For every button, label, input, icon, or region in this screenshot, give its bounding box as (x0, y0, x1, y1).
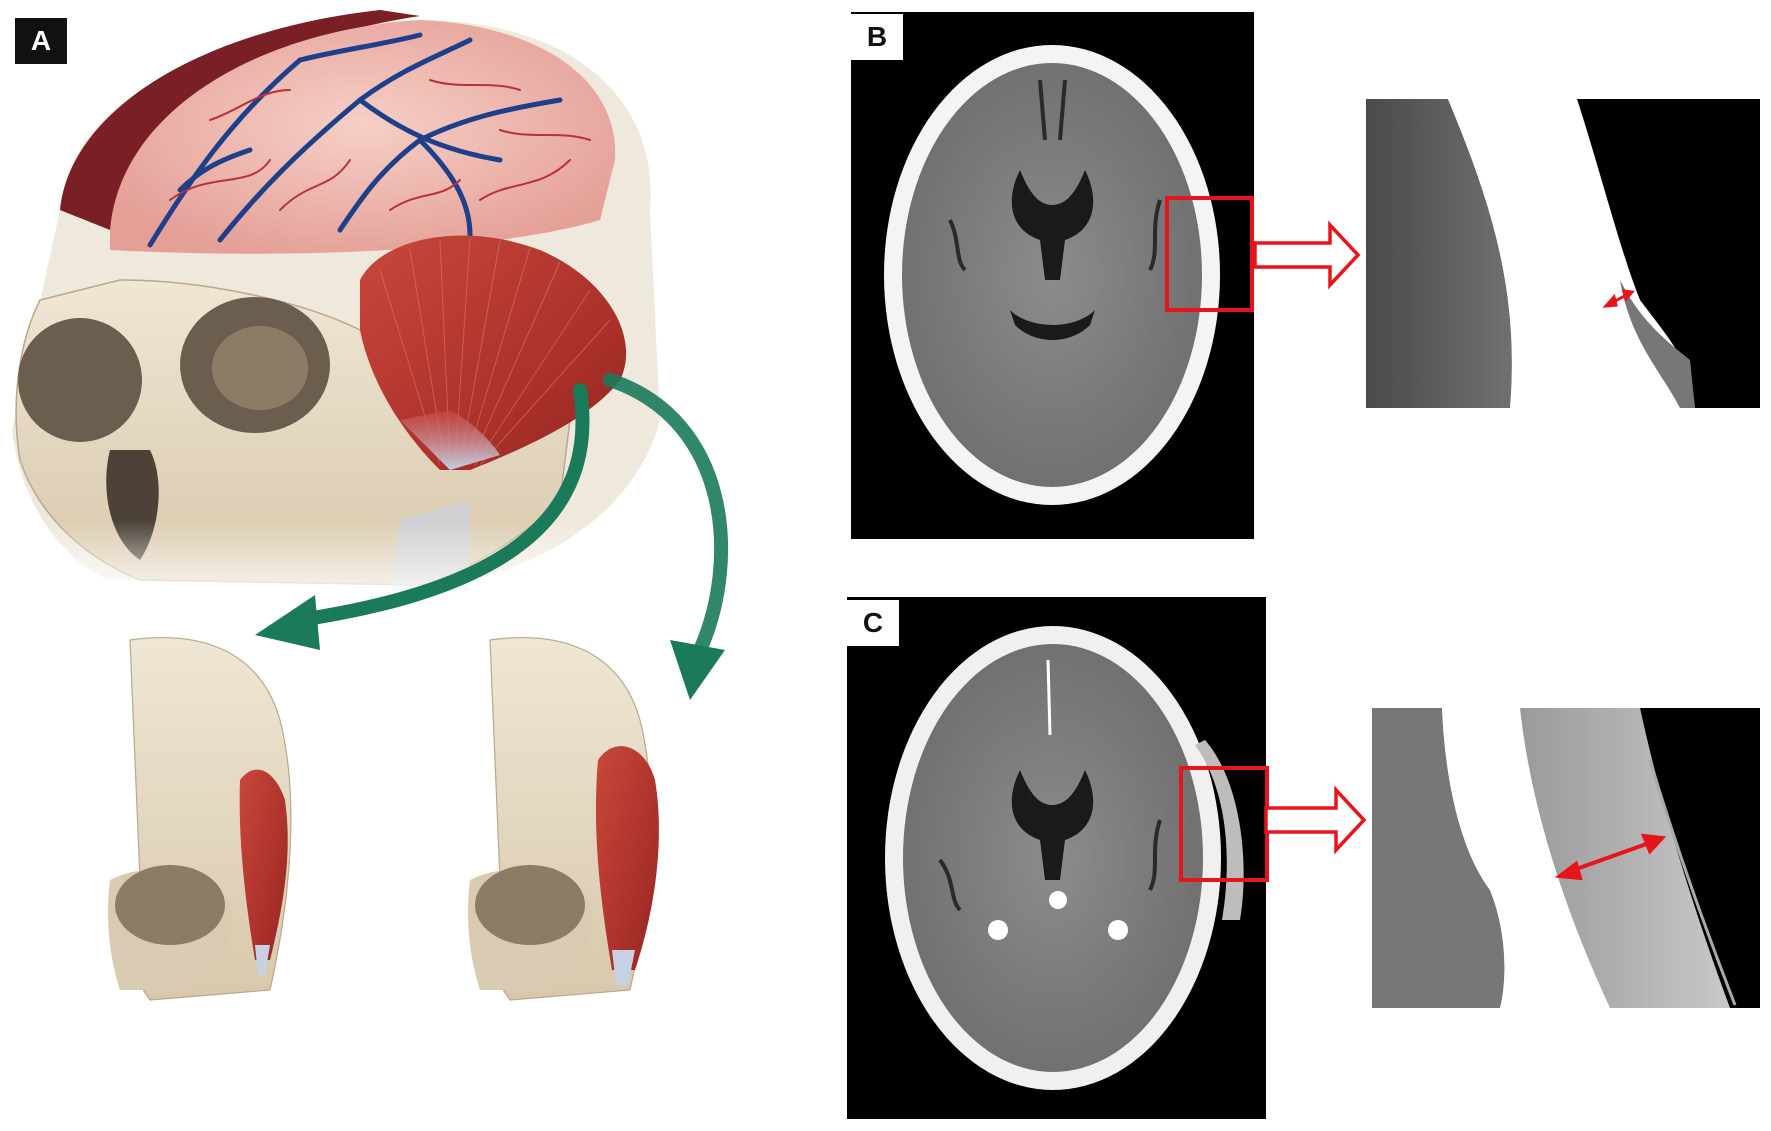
orbit-depth (212, 326, 308, 410)
panel-b-ct (851, 12, 1760, 539)
thin-temporalis-muscle (239, 769, 288, 960)
brain-surface (110, 20, 616, 254)
temporalis-tendon (400, 410, 500, 470)
small-orbit-a (115, 865, 225, 945)
thin-tendon (255, 945, 270, 975)
ct-falx-c (1046, 659, 1052, 736)
panel-label-b: B (851, 14, 903, 60)
panel-a-illustration (0, 10, 729, 1001)
ct-temporalis-c (1195, 740, 1244, 920)
left-orbit (18, 318, 142, 442)
double-arrow-icon (1602, 289, 1635, 308)
ct-calcification-3 (1108, 920, 1128, 940)
panel-label-c: C (847, 600, 899, 646)
ct-zoom-inset-c (1372, 708, 1760, 1008)
thick-temporalis-muscle (595, 746, 659, 970)
curved-arrow-icon (255, 383, 590, 650)
dura-mater (60, 10, 420, 230)
hollow-arrow-icon (1253, 220, 1361, 290)
fade-overlay (0, 520, 700, 610)
ct-highlight-box-b (1165, 196, 1254, 312)
small-orbit-b (475, 865, 585, 945)
ct-sulci-c (938, 819, 1162, 912)
ct-zoom-inset-b (1366, 99, 1760, 408)
hollow-arrow-icon-c (1264, 785, 1367, 855)
double-arrow-icon-c (1554, 833, 1667, 881)
cortical-arteries (169, 79, 591, 211)
ct-calcification-1 (1049, 891, 1067, 909)
skull-thin-muscle (108, 637, 292, 1001)
panel-label-a: A (15, 18, 67, 64)
temporalis-muscle (360, 235, 627, 470)
cortical-veins (147, 32, 563, 248)
ct-sulci-b (948, 79, 1162, 272)
curved-arrow-icon-secondary (603, 373, 729, 700)
ct-calcification-2 (988, 920, 1008, 940)
panel-c-ct (847, 597, 1760, 1119)
ct-ventricles-c (1011, 770, 1094, 880)
skull-thick-muscle (468, 637, 659, 1001)
ct-ventricles-b (1011, 170, 1094, 280)
thick-tendon (612, 950, 635, 985)
ct-zoom-fascia (1648, 759, 1737, 1006)
ct-third-ventricle-b (1010, 310, 1095, 340)
